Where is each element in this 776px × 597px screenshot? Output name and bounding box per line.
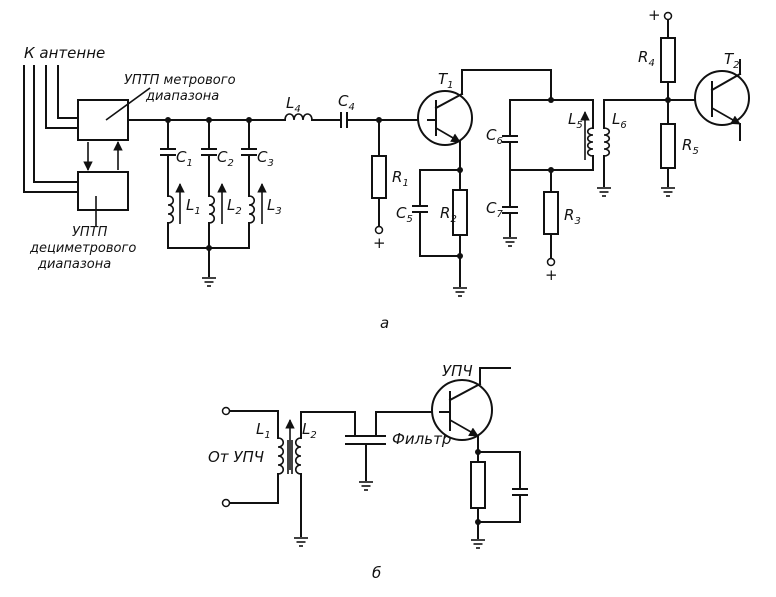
label-t1: T1 — [438, 70, 454, 91]
label-r1: R1 — [392, 168, 409, 189]
upch-transistor — [431, 367, 511, 441]
uptp-meter-label: УПТП метрового — [124, 73, 236, 88]
l4-inductor — [284, 113, 313, 121]
label-l3: L3 — [267, 196, 282, 217]
label-c3: C3 — [257, 148, 274, 169]
diagram-b: От УПЧ L1 L2 Фильтр У — [208, 362, 528, 582]
uptp-decimeter-label-3: диапазона — [37, 257, 111, 272]
from-upch-label: От УПЧ — [208, 448, 264, 466]
label-c4: C4 — [338, 92, 355, 113]
r4-resistor — [660, 37, 676, 83]
plus-r1: + — [373, 234, 386, 252]
antenna-label: К антенне — [24, 44, 105, 62]
label-l2: L2 — [227, 196, 242, 217]
label-l6: L6 — [612, 110, 627, 131]
caption-b: б — [372, 564, 381, 582]
diagram-a: К антенне УПТП метрового диапазона УПТП … — [23, 6, 750, 332]
label-b-l1: L1 — [256, 420, 271, 441]
l5-inductor — [586, 127, 594, 157]
emitter-resistor — [470, 461, 486, 509]
lc-branches — [160, 119, 267, 287]
filter-element — [345, 411, 441, 491]
uptp-decimeter-label-2: дециметрового — [29, 241, 136, 256]
uptp-meter-leader — [105, 87, 151, 121]
label-c6: C6 — [486, 126, 503, 147]
caption-a: а — [380, 314, 389, 332]
label-b-l2: L2 — [302, 420, 317, 441]
plus-r4: + — [648, 6, 661, 24]
label-l4: L4 — [286, 94, 301, 115]
label-c1: C1 — [176, 148, 193, 169]
l2-secondary-coil — [294, 437, 302, 475]
label-c7: C7 — [486, 199, 503, 220]
antenna-feed-lines — [23, 65, 79, 193]
label-l1: L1 — [186, 196, 201, 217]
label-l5: L5 — [568, 110, 583, 131]
label-t2: T2 — [724, 50, 740, 71]
plus-r3: + — [545, 266, 558, 284]
t2-transistor — [694, 59, 750, 141]
label-r3: R3 — [564, 206, 581, 227]
t1-transistor — [417, 90, 473, 146]
label-c5: C5 — [396, 204, 413, 225]
uptp-meter-label-2: диапазона — [145, 89, 219, 104]
l6-inductor — [603, 127, 611, 157]
filter-label: Фильтр — [392, 430, 451, 448]
r5-resistor — [660, 123, 676, 169]
l1-primary-coil — [277, 437, 285, 475]
uptp-decimeter-block — [77, 171, 129, 211]
label-r2: R2 — [440, 204, 457, 225]
r1-resistor — [371, 155, 387, 199]
r3-resistor — [543, 191, 559, 235]
r2-resistor — [452, 189, 468, 236]
uptp-decimeter-label: УПТП — [72, 225, 108, 240]
label-c2: C2 — [217, 148, 234, 169]
label-r5: R5 — [682, 136, 699, 157]
upch-label: УПЧ — [442, 362, 473, 380]
label-r4: R4 — [638, 48, 655, 69]
uptp-meter-block — [77, 99, 129, 141]
